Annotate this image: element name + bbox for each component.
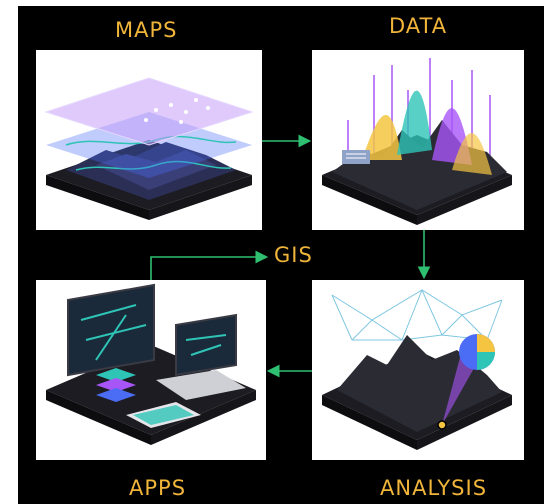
devices-icon: [46, 283, 256, 445]
gis-label: GIS: [274, 243, 313, 267]
maps-panel: [36, 50, 262, 230]
analysis-terrain-icon: [322, 288, 512, 450]
layered-map-icon: [44, 77, 254, 220]
apps-label: APPS: [129, 476, 187, 500]
data-panel: [312, 50, 524, 230]
analysis-label: ANALYSIS: [380, 476, 488, 500]
maps-label: MAPS: [115, 18, 178, 42]
data-terrain-icon: [322, 58, 512, 225]
data-label: DATA: [389, 14, 448, 38]
analysis-panel: [312, 280, 524, 460]
apps-panel: [36, 280, 266, 460]
